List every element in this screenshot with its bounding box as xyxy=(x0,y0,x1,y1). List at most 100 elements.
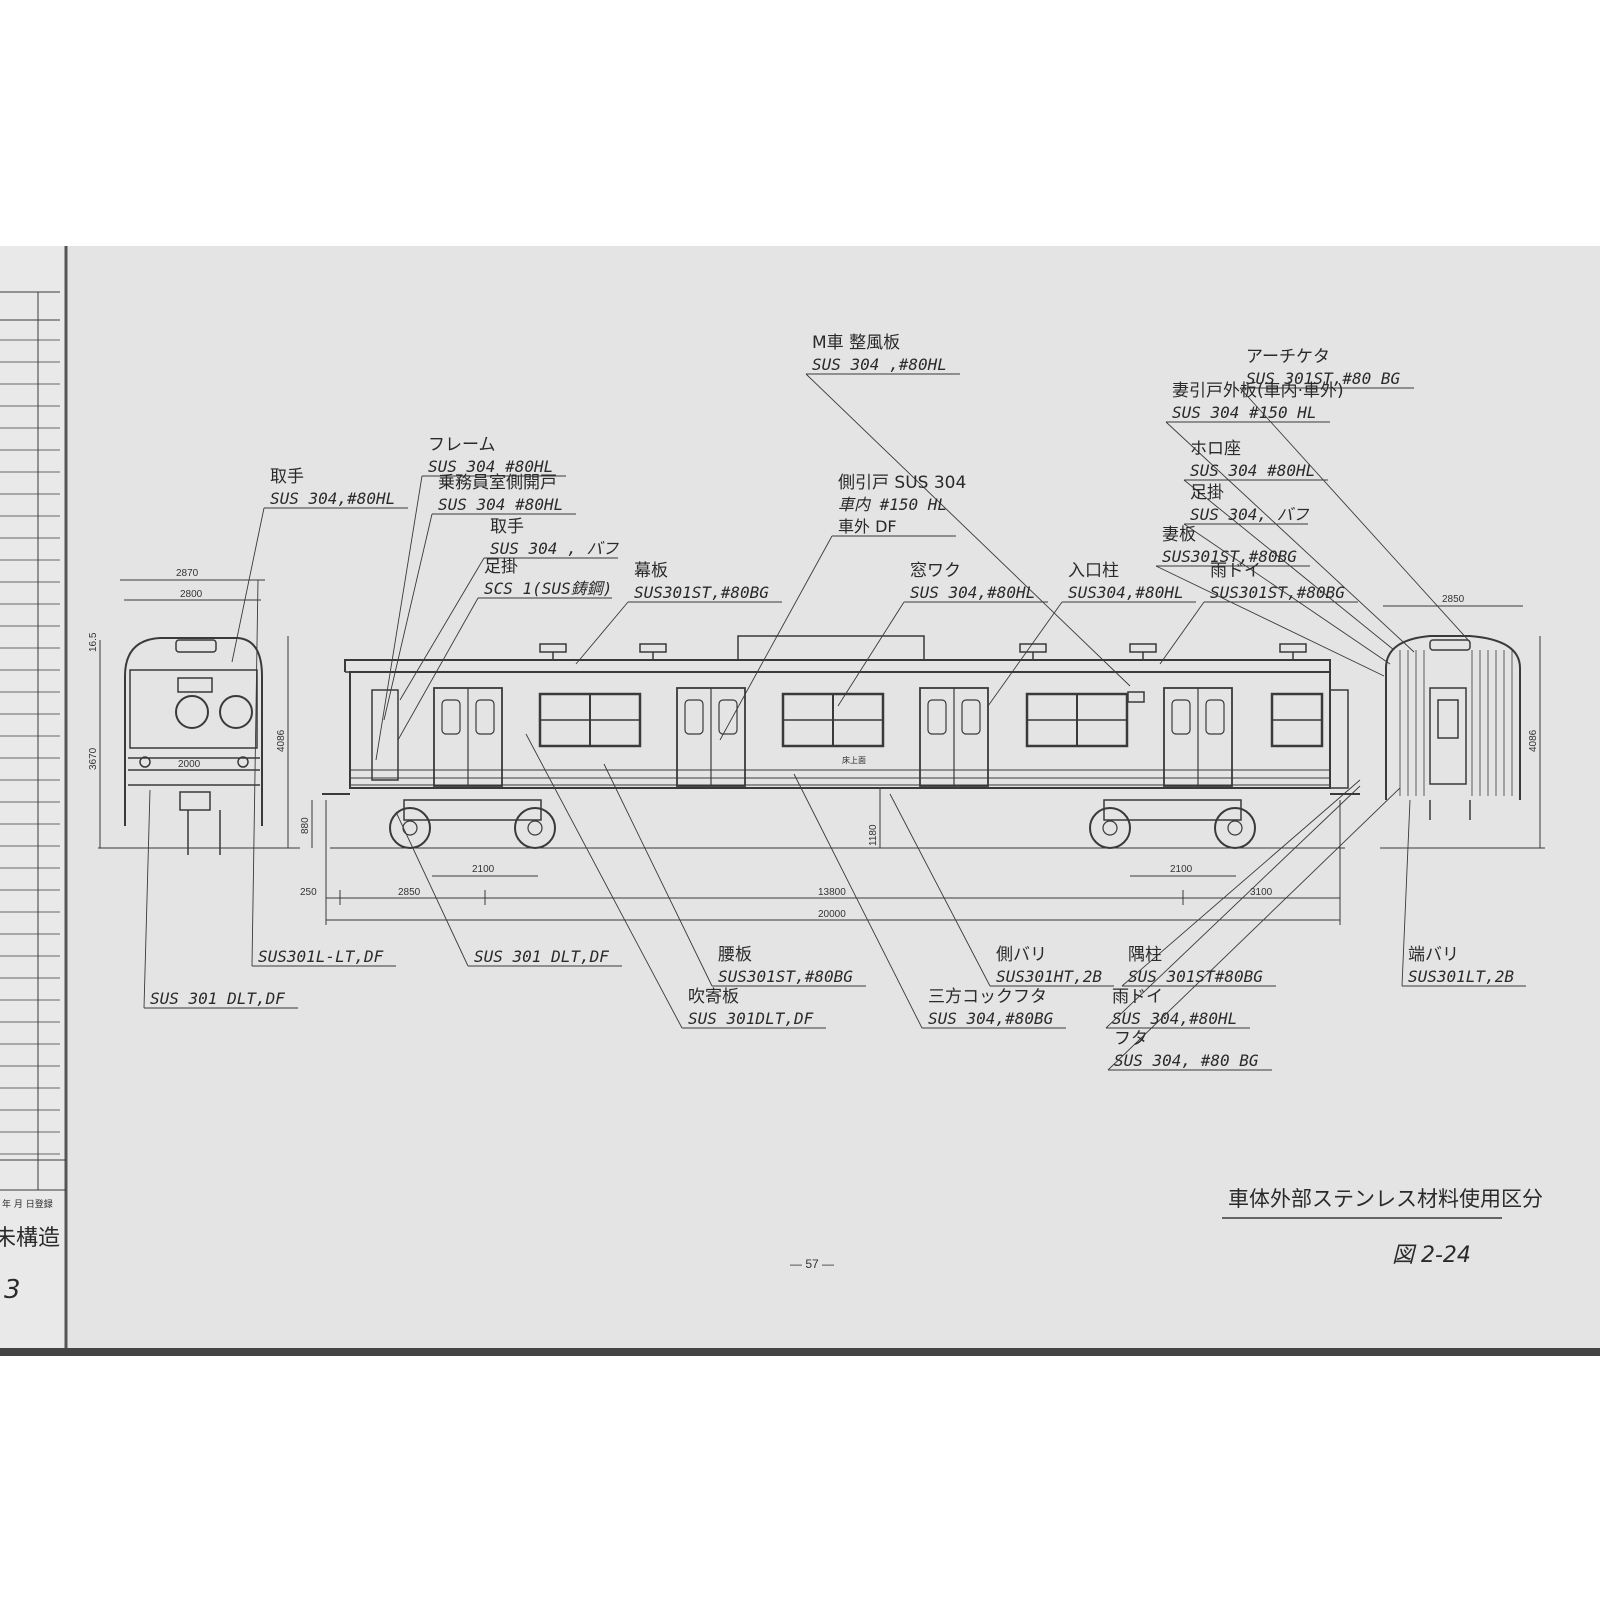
callout-gawahari: 側バリ SUS301HT,2B xyxy=(889,793,1114,987)
callout-ashikake-2: 足掛 SUS 304, バフ xyxy=(1183,483,1391,665)
callout-leader xyxy=(231,507,265,663)
callout-spec: SUS 301 DLT,DF xyxy=(150,989,285,1008)
dim-rear-height: 4086 xyxy=(1528,729,1539,752)
callout-spec: SUS301ST,#80BG xyxy=(634,583,769,602)
callout-spec: SUS 301ST#80BG xyxy=(1128,967,1263,986)
callout-name: 取手 xyxy=(490,517,524,537)
callout-ashikake-1: 足掛 SCS 1(SUS鋳鋼) xyxy=(397,557,612,741)
callout-spec: SUS 304, バフ xyxy=(1190,505,1310,524)
callout-leader xyxy=(719,535,833,741)
callout-spec: SUS 301ST,#80 BG xyxy=(1246,369,1400,388)
callout-spec: SUS301HT,2B xyxy=(996,967,1102,986)
dim-bogie-right: 2100 xyxy=(1170,864,1193,875)
callout-spec: 車内 #150 HL xyxy=(838,495,947,514)
callout-spec: SUS 304,#80HL xyxy=(1112,1009,1237,1028)
callout-leader xyxy=(525,733,683,1029)
callout-spec: SUS 301DLT,DF xyxy=(688,1009,814,1028)
callout-spec: SUS 304,#80HL xyxy=(910,583,1035,602)
page-number: — 57 — xyxy=(790,1257,834,1271)
callout-name: 端バリ xyxy=(1408,945,1459,965)
callout-spec: SUS301ST,#80BG xyxy=(1210,583,1345,602)
callout-leader xyxy=(397,597,479,741)
dim-total-20000: 20000 xyxy=(818,909,846,920)
callout-name: 側バリ xyxy=(996,945,1047,965)
front-inner-number: 2000 xyxy=(178,759,201,770)
callout-name: 腰板 xyxy=(718,945,752,965)
left-page-bottom-text: 未構造 xyxy=(0,1226,60,1251)
callout-spec-2: 車外 DF xyxy=(838,517,897,536)
callout-spec: SUS 304 #150 HL xyxy=(1172,403,1317,422)
left-page-table: 年 月 日登録 未構造 3 xyxy=(0,291,66,1305)
callout-name: 窓ワク xyxy=(910,561,961,581)
callout-spec: SUS 304, #80 BG xyxy=(1114,1051,1259,1070)
dim-bogie-left: 2100 xyxy=(472,864,495,875)
callout-spec: SCS 1(SUS鋳鋼) xyxy=(484,579,612,598)
callout-name: 側引戸 SUS 304 xyxy=(838,473,966,493)
side-window-end xyxy=(1270,692,1324,748)
side-window xyxy=(1025,692,1129,748)
callout-koshiita: 腰板 SUS301ST,#80BG xyxy=(603,763,866,987)
callout-name: 乗務員室側開戸 xyxy=(438,473,557,493)
callout-leader xyxy=(889,793,991,987)
callout-mado-waku: 窓ワク SUS 304,#80HL xyxy=(837,561,1048,707)
callout-spec: SUS304,#80HL xyxy=(1068,583,1184,602)
callout-crew-door: 乗務員室側開戸 SUS 304 #80HL xyxy=(383,473,576,721)
callout-spec: SUS 304,#80HL xyxy=(270,489,395,508)
callout-sumibashira: 隅柱 SUS 301ST#80BG xyxy=(1121,779,1361,987)
callout-leader xyxy=(837,601,905,707)
callout-spec: SUS301ST,#80BG xyxy=(718,967,853,986)
callout-leader xyxy=(375,475,423,761)
callout-leader xyxy=(1107,787,1401,1071)
left-page-digit: 3 xyxy=(4,1275,21,1305)
callout-spec: SUS301ST,#80BG xyxy=(1162,547,1297,566)
callout-name: 足掛 xyxy=(1190,483,1224,503)
callout-leader xyxy=(143,789,151,1009)
callout-sus301: SUS 301 DLT,DF xyxy=(395,811,622,967)
callout-name: 入口柱 xyxy=(1068,561,1119,581)
dim-front-width-2800: 2800 xyxy=(180,589,203,600)
callout-leader xyxy=(575,601,629,665)
callout-leader xyxy=(395,811,469,967)
side-door xyxy=(676,687,746,787)
callout-spec: SUS 304,#80BG xyxy=(928,1009,1054,1028)
dim-seg-13800: 13800 xyxy=(818,887,846,898)
dim-rear-width: 2850 xyxy=(1442,594,1465,605)
callout-leader xyxy=(1401,799,1411,987)
callout-leader xyxy=(1183,523,1391,665)
callout-futa: フタ SUS 304, #80 BG xyxy=(1107,787,1401,1071)
side-window xyxy=(538,692,642,748)
drawing-title: 車体外部ステンレス材料使用区分 xyxy=(1228,1187,1543,1211)
left-page-date-row: 年 月 日登録 xyxy=(2,1198,53,1210)
callout-name: 足掛 xyxy=(484,557,518,577)
callout-sanpo: 三方コックフタ SUS 304,#80BG xyxy=(793,773,1066,1029)
callout-spec: SUS 304 #80HL xyxy=(428,457,553,476)
dim-seg-250: 250 xyxy=(300,887,317,898)
callout-leader xyxy=(1183,479,1395,651)
side-small-marking: 床上面 xyxy=(842,755,866,765)
figure-number: 図 2-24 xyxy=(1392,1243,1471,1268)
callout-name: ホロ座 xyxy=(1190,439,1241,459)
dim-seg-2850: 2850 xyxy=(398,887,421,898)
dim-height-1180: 1180 xyxy=(868,824,879,846)
callout-name: 三方コックフタ xyxy=(928,987,1047,1007)
callout-name: フタ xyxy=(1114,1029,1148,1049)
dim-seg-3100: 3100 xyxy=(1250,887,1273,898)
front-view: 2000 2870 2800 16.5 3670 4086 xyxy=(88,568,300,855)
callout-leader xyxy=(1159,601,1205,665)
callout-name: 妻引戸外板(車内·車外) xyxy=(1172,381,1344,401)
callout-side-door: 側引戸 SUS 304 車内 #150 HL 車外 DF xyxy=(719,473,966,741)
callout-iriguchi: 入口柱 SUS304,#80HL xyxy=(987,561,1196,707)
dim-front-top: 16.5 xyxy=(88,632,99,652)
callout-leader xyxy=(793,773,923,1029)
callout-leader xyxy=(1155,565,1385,677)
callout-name: 隅柱 xyxy=(1128,945,1162,965)
dim-front-height-4086: 4086 xyxy=(276,729,287,752)
callout-spec: SUS 304 #80HL xyxy=(438,495,563,514)
callout-spec: SUS 304 ,#80HL xyxy=(812,355,947,374)
